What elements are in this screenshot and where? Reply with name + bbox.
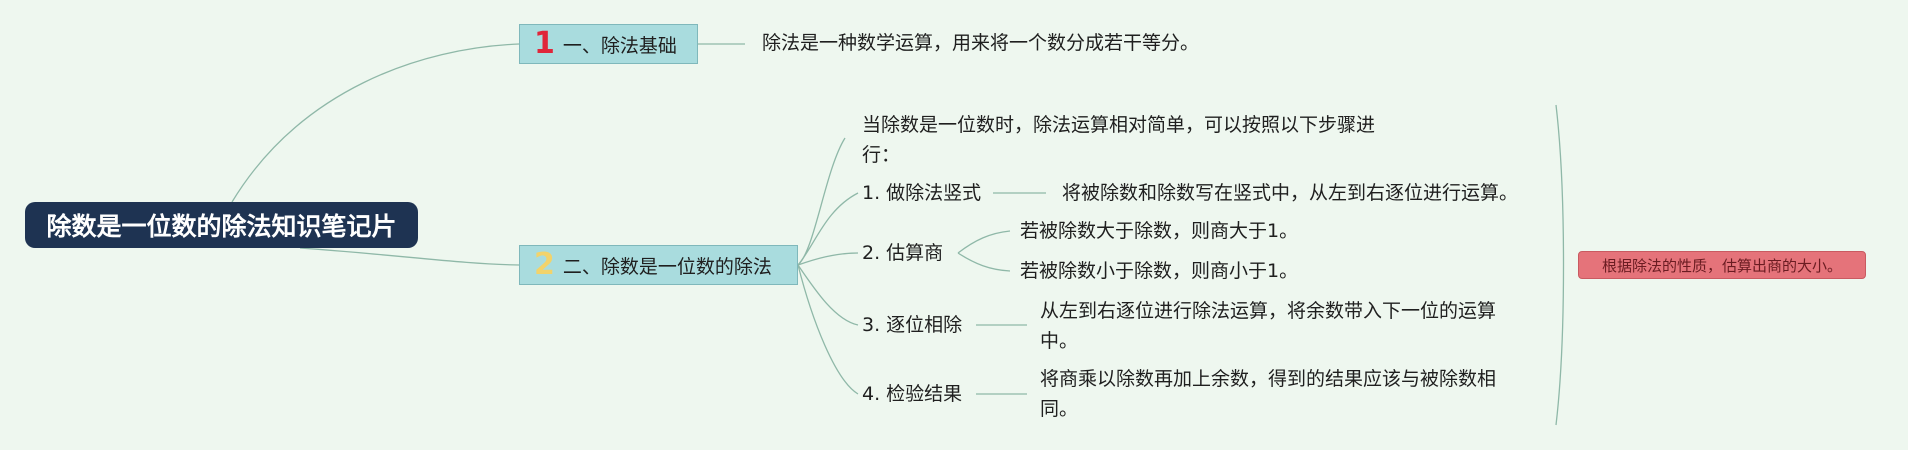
link-branch-2-to-step-1 [797,192,859,266]
branch-1-label: 一、除法基础 [562,34,677,57]
root-title: 除数是一位数的除法知识笔记片 [46,212,397,241]
step-2-detail-2: 若被除数小于除数，则商小于1。 [1020,260,1299,282]
branch-1-detail: 除法是一种数学运算，用来将一个数分成若干等分。 [762,32,1200,54]
step-1-detail: 将被除数和除数写在竖式中，从左到右逐位进行运算。 [1062,182,1519,204]
step-1-label: 1. 做除法竖式 [862,182,982,204]
link-branch-2-to-intro [797,137,846,266]
link-branch-2-to-step-3 [797,264,859,326]
summary-note-text: 根据除法的性质，估算出商的大小。 [1601,256,1842,275]
branch-2-intro: 当除数是一位数时，除法运算相对简单，可以按照以下步骤进行： [862,114,1376,166]
step-3-detail: 从左到右逐位进行除法运算，将余数带入下一位的运算中。 [1040,300,1497,352]
link-step-2-to-detail-1 [957,230,1011,254]
branch-node-1[interactable]: 1 一、除法基础 [519,24,698,64]
step-3-label: 3. 逐位相除 [862,314,963,336]
link-step-2-to-detail-2 [957,252,1011,272]
root-node[interactable]: 除数是一位数的除法知识笔记片 [25,202,418,248]
branch-2-label: 二、除数是一位数的除法 [562,255,772,278]
step-4-detail: 将商乘以除数再加上余数，得到的结果应该与被除数相同。 [1040,368,1497,420]
branch-2-number: 2 [534,247,555,282]
summary-note[interactable]: 根据除法的性质，估算出商的大小。 [1578,251,1866,279]
link-branch-2-to-step-4 [797,264,859,395]
step-2-label: 2. 估算商 [862,242,944,264]
summary-bracket [1555,104,1565,426]
step-2-detail-1: 若被除数大于除数，则商大于1。 [1020,220,1299,242]
branch-node-2[interactable]: 2 二、除数是一位数的除法 [519,245,798,285]
link-branch-2-to-step-2 [797,252,859,266]
link-root-to-branch-1 [231,43,520,203]
step-4-label: 4. 检验结果 [862,383,963,405]
branch-1-number: 1 [534,26,555,61]
link-root-to-branch-2 [299,247,520,266]
